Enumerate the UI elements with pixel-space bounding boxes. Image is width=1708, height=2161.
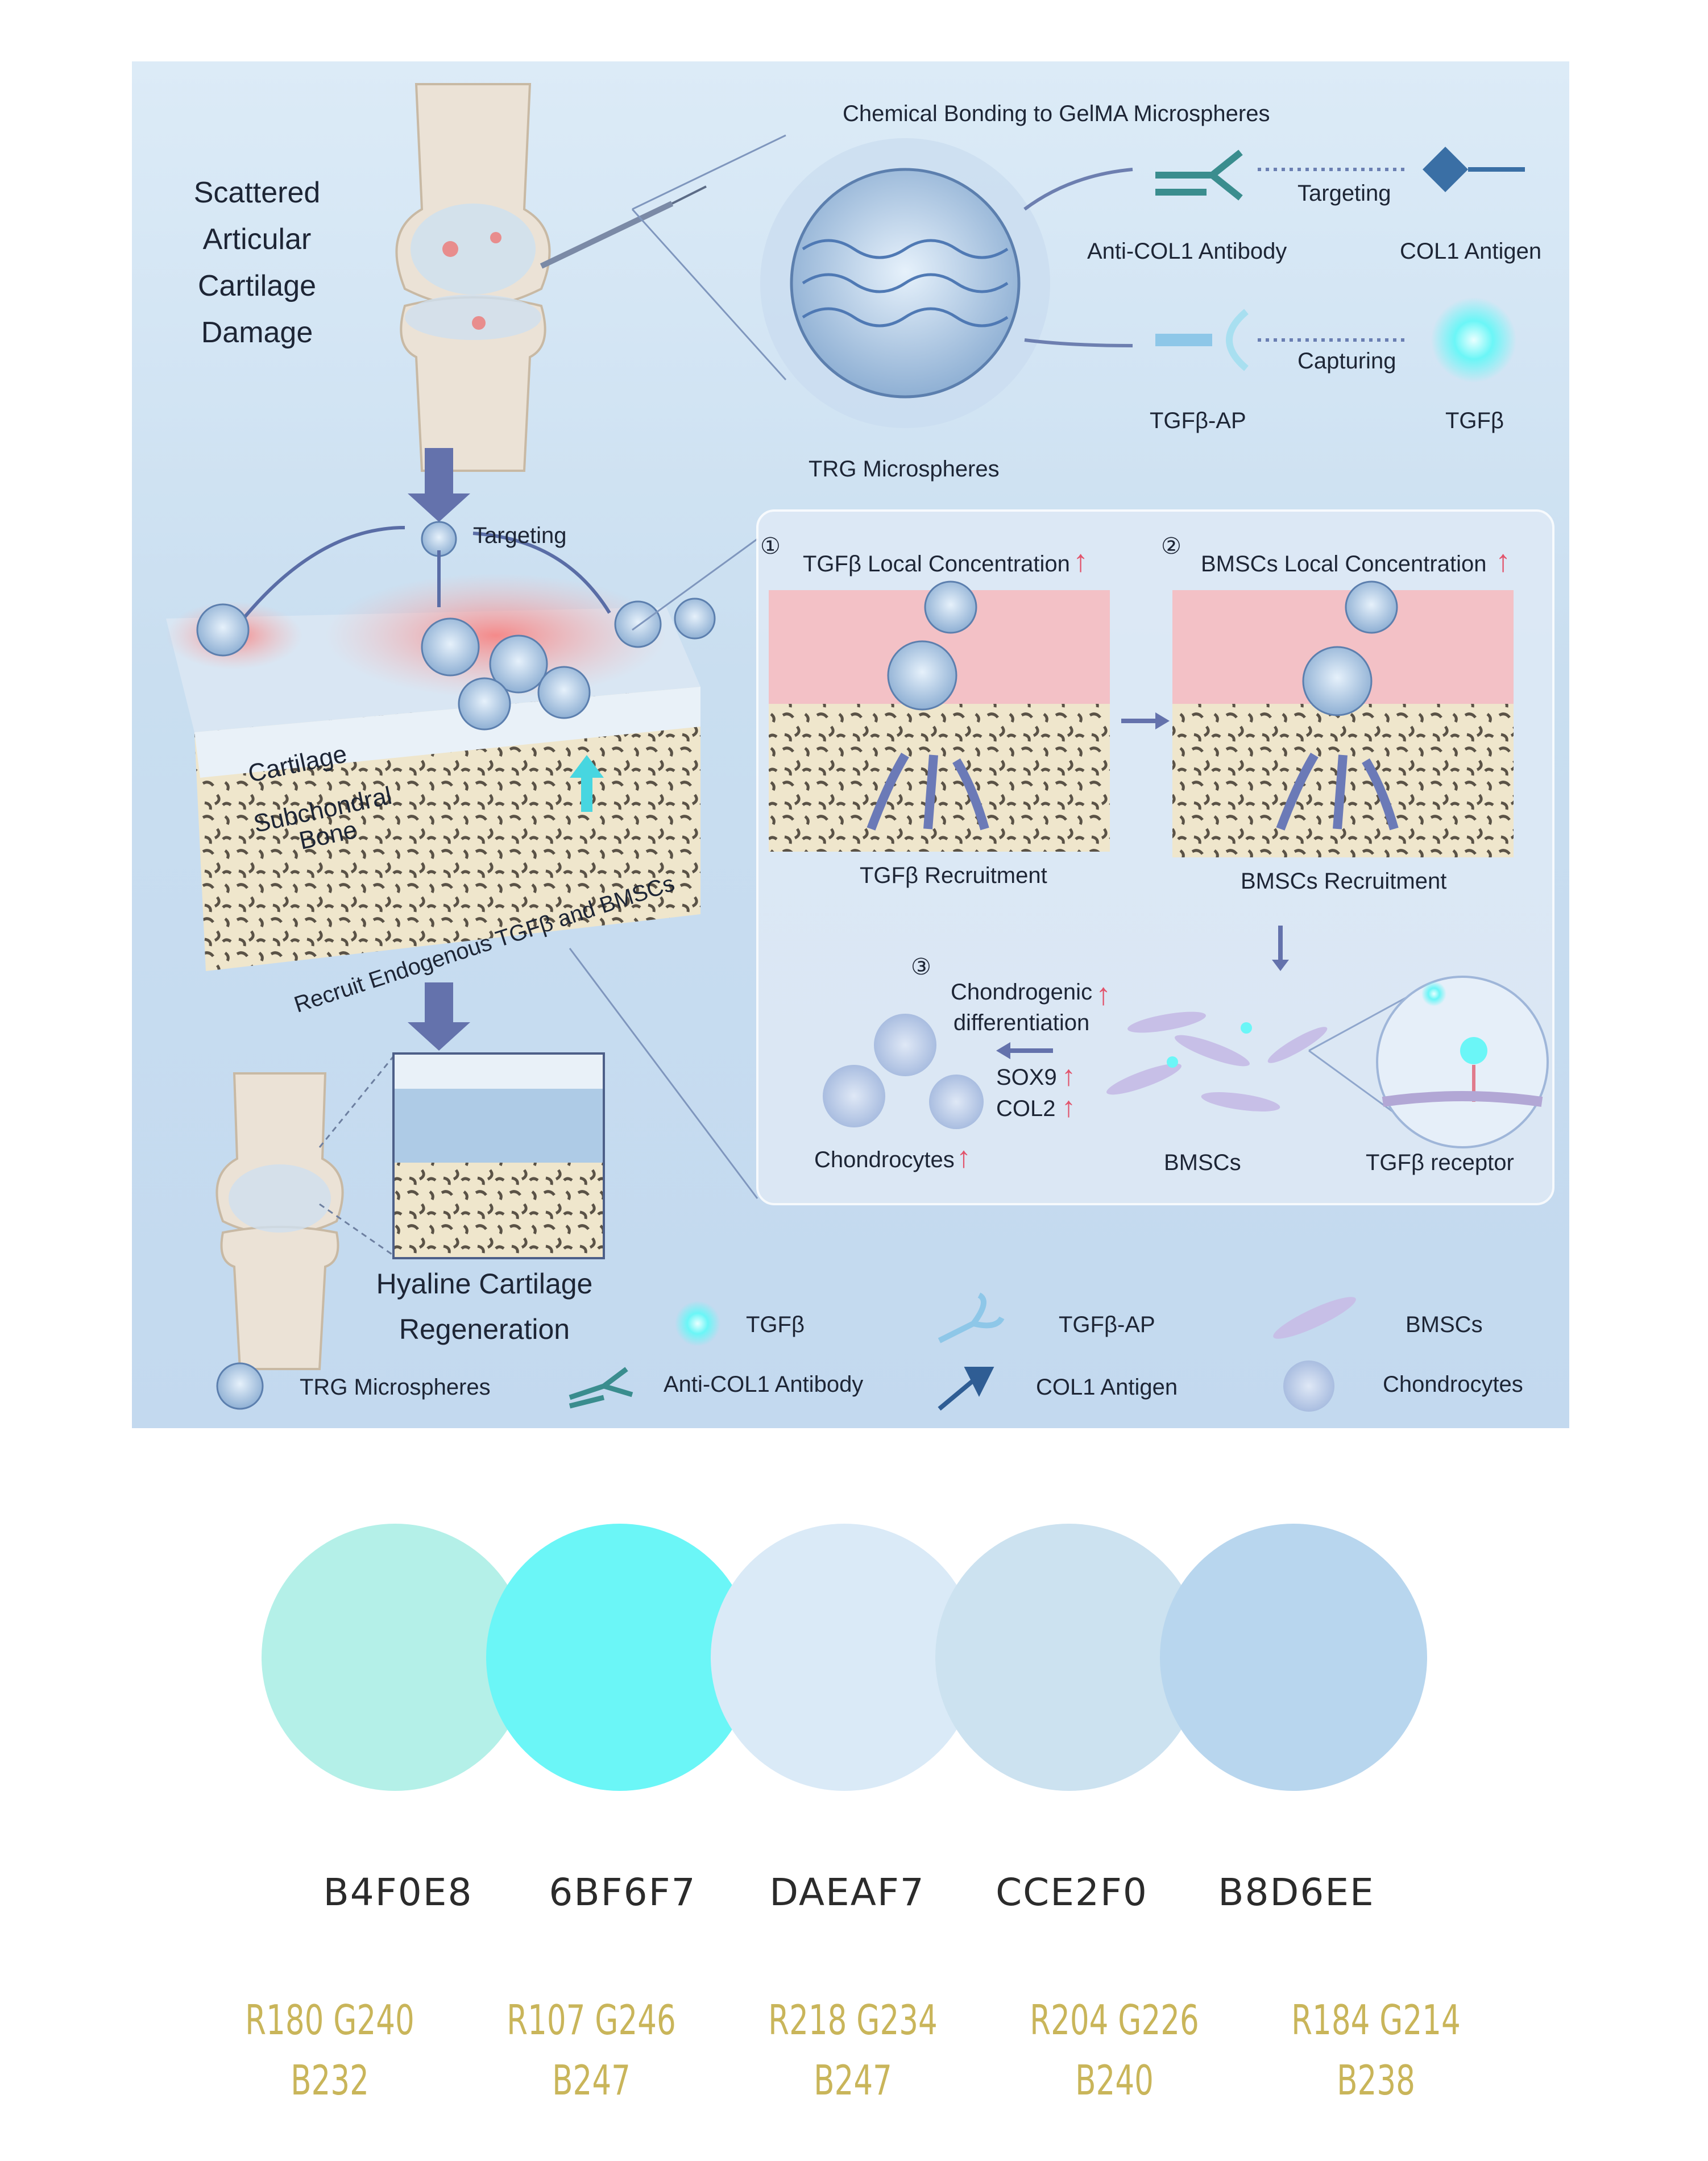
tgfb-ap-icon <box>1155 309 1249 371</box>
down-arrow-2 <box>408 982 470 1051</box>
hex-label-2: 6BF6F7 <box>549 1870 697 1914</box>
chondrogenic-label: Chondrogenic differentiation <box>951 980 1093 1035</box>
legend-tgfb-ap-icon <box>938 1292 1005 1343</box>
legend-bmscs-label: BMSCs <box>1406 1312 1483 1337</box>
legend-tgfb-icon <box>675 1301 720 1346</box>
figure-panel: Scattered Articular Cartilage Damage Che… <box>132 61 1569 1428</box>
rgb-label-1: R180 G240 B232 <box>245 1996 414 2104</box>
damage-title: Scattered Articular Cartilage Damage <box>193 176 321 349</box>
cartilage-block <box>166 526 700 971</box>
targeting-label: Targeting <box>1297 181 1391 206</box>
color-palette: B4F0E8 6BF6F7 DAEAF7 CCE2F0 B8D6EE R180 … <box>0 1478 1708 2161</box>
microsphere-cluster <box>196 598 716 731</box>
step2-title: BMSCs Local Concentration <box>1201 551 1487 576</box>
swatch-4 <box>935 1524 1203 1791</box>
legend-col1-label: COL1 Antigen <box>1036 1375 1178 1400</box>
hex-label-5: B8D6EE <box>1218 1870 1375 1914</box>
step1-image <box>769 580 1110 852</box>
bmsc-cells <box>1106 1011 1328 1111</box>
capturing-label: Capturing <box>1297 349 1396 374</box>
legend-bmsc-icon <box>1273 1297 1356 1339</box>
step1-caption: TGFβ Recruitment <box>860 863 1047 888</box>
regenerated-knee <box>215 1056 395 1370</box>
chondrocytes-up-arrow: ↑ <box>956 1141 971 1174</box>
swatch-1 <box>262 1524 529 1791</box>
legend-chondrocytes-label: Chondrocytes <box>1383 1372 1523 1397</box>
col1-antigen-label: COL1 Antigen <box>1400 239 1542 264</box>
legend-antibody-icon <box>569 1367 633 1409</box>
legend-chondrocyte-icon <box>1283 1361 1334 1412</box>
trg-microspheres-label: TRG Microspheres <box>809 457 1000 482</box>
legend-tgfb-label: TGFβ <box>746 1312 805 1337</box>
bmscs-label: BMSCs <box>1164 1150 1241 1175</box>
trg-microsphere-large <box>760 138 1050 428</box>
legend-tgfb-ap-label: TGFβ-AP <box>1059 1312 1155 1337</box>
hyaline-label: Hyaline Cartilage Regeneration <box>376 1268 593 1345</box>
legend-col1-antigen-icon <box>938 1367 994 1411</box>
antibody-icon <box>1155 150 1243 201</box>
rgb-label-2: R107 G246 B247 <box>507 1996 676 2104</box>
rgb-label-5: R184 G214 B238 <box>1291 1996 1461 2104</box>
legend-microsphere-icon <box>216 1362 264 1410</box>
sox9-label: SOX9 <box>996 1065 1057 1090</box>
chondrogenic-up-arrow: ↑ <box>1096 977 1111 1011</box>
antibody-label: Anti-COL1 Antibody <box>1087 239 1287 264</box>
figure-artwork <box>166 83 1554 1412</box>
col1-antigen-icon <box>1423 147 1525 192</box>
swatch-2 <box>486 1524 753 1791</box>
receptor-label: TGFβ receptor <box>1366 1150 1514 1175</box>
step2-up-arrow: ↑ <box>1495 544 1511 578</box>
step1-number: ① <box>760 534 781 559</box>
chondrocytes-label: Chondrocytes <box>814 1147 955 1172</box>
legend-antibody-label: Anti-COL1 Antibody <box>664 1372 864 1397</box>
hex-label-1: B4F0E8 <box>323 1870 473 1914</box>
step1-up-arrow: ↑ <box>1073 544 1088 578</box>
legend-microspheres-label: TRG Microspheres <box>300 1375 491 1400</box>
rgb-label-3: R218 G234 B247 <box>768 1996 938 2104</box>
swatch-3 <box>711 1524 978 1791</box>
hex-label-4: CCE2F0 <box>996 1870 1148 1914</box>
tgfb-label: TGFβ <box>1445 408 1504 433</box>
targeting-arrow-label: Targeting <box>473 523 567 548</box>
receptor-zoom <box>1376 976 1549 1148</box>
rgb-label-4: R204 G226 B240 <box>1030 1996 1199 2104</box>
step2-image <box>1172 580 1514 857</box>
step1-title: TGFβ Local Concentration <box>803 551 1070 576</box>
bonding-title: Chemical Bonding to GelMA Microspheres <box>843 101 1270 126</box>
tgfb-sphere-large <box>1431 297 1516 383</box>
swatch-5 <box>1160 1524 1427 1791</box>
tgfb-ap-label: TGFβ-AP <box>1150 408 1246 433</box>
knee-illustration <box>395 83 707 472</box>
sox9-up-arrow: ↑ <box>1062 1060 1076 1092</box>
chondrocyte-cells <box>823 1014 984 1129</box>
step3-number: ③ <box>911 955 931 980</box>
hex-label-3: DAEAF7 <box>769 1870 925 1914</box>
step2-number: ② <box>1161 534 1181 559</box>
step2-caption: BMSCs Recruitment <box>1241 869 1447 894</box>
down-arrow-1 <box>408 448 470 522</box>
col2-label: COL2 <box>996 1096 1056 1121</box>
regenerated-tissue <box>392 1052 605 1259</box>
col2-up-arrow: ↑ <box>1062 1091 1076 1123</box>
